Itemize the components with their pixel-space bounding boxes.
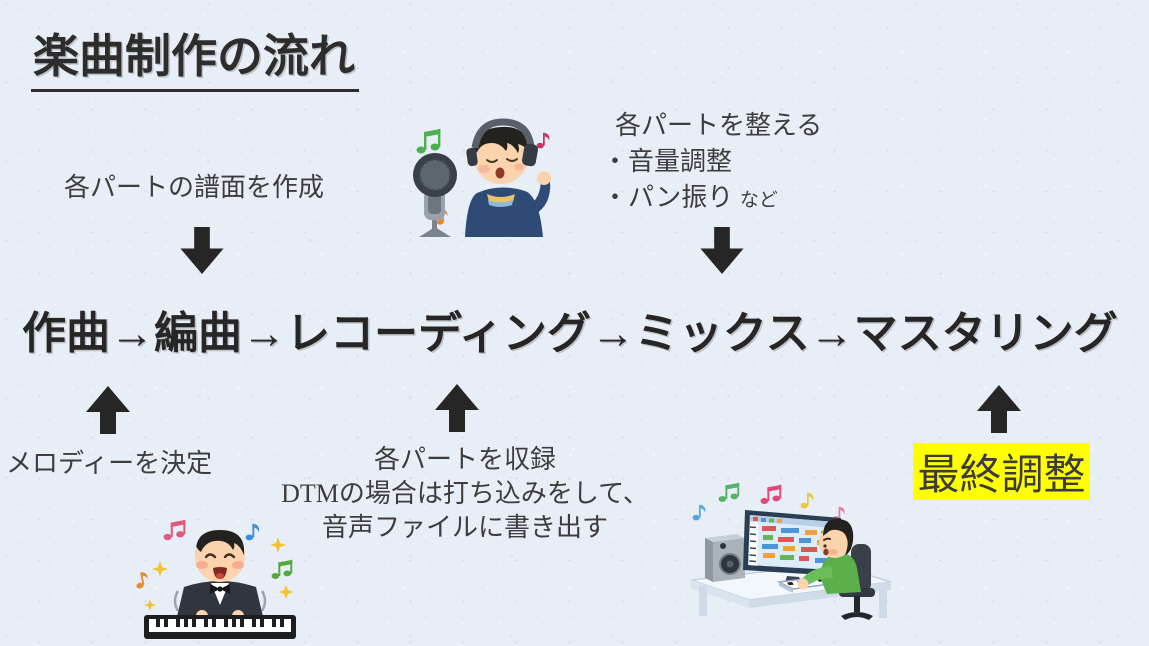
pianist-playing-keyboard-icon (136, 519, 296, 639)
workflow-steps-text: 作曲→編曲→レコーディング→ミックス→マスタリング (22, 309, 1118, 358)
annotation-recording-line1: 各パートを収録 (373, 445, 556, 474)
annotation-mastering-highlighted: 最終調整 (913, 443, 1090, 500)
daw-monitor-icon (743, 510, 841, 584)
down-arrow-icon (180, 227, 224, 274)
up-arrow-icon (435, 384, 479, 432)
person-producing-music-on-computer-icon (690, 482, 892, 620)
blue-note-icon (692, 504, 706, 521)
green-note-icon (718, 482, 740, 502)
annotation-score-creation: 各パートの譜面を作成 (64, 173, 325, 202)
annotation-mix-line3-small: など (739, 190, 778, 211)
seated-person-icon (797, 518, 861, 594)
bow-tie-icon (210, 584, 230, 594)
annotation-melody: メロディーを決定 (6, 449, 213, 478)
sparkle-icon (270, 537, 286, 553)
annotation-mix-line3: ・パン振り など (602, 183, 778, 212)
down-arrow-icon (700, 227, 744, 274)
person-recording-vocals-icon (413, 118, 551, 237)
singer-illustration (399, 112, 564, 237)
annotation-mix-line1: 各パートを整える (615, 111, 823, 140)
green-note-icon (271, 559, 293, 579)
pianist-illustration (126, 513, 314, 645)
annotation-mix: 各パートを整える ・音量調整 ・パン振り など (602, 108, 822, 219)
pink-note-icon (163, 519, 186, 541)
annotation-mix-line2: ・音量調整 (602, 147, 733, 176)
up-arrow-icon (86, 386, 130, 434)
annotation-recording-line2: DTMの場合は打ち込みをして、 (281, 479, 649, 508)
sparkle-icon (279, 585, 293, 599)
up-arrow-icon (977, 385, 1021, 433)
pink-note-icon (760, 484, 782, 504)
green-note-icon (416, 129, 441, 154)
pink-note-icon (536, 132, 550, 149)
sparkle-icon (152, 561, 168, 577)
sparkle-icon (144, 599, 156, 611)
yellow-note-icon (800, 492, 814, 509)
annotation-recording: 各パートを収録 DTMの場合は打ち込みをして、 音声ファイルに書き出す (250, 443, 680, 545)
dtm-producer-illustration (683, 480, 901, 632)
blue-note-icon (245, 523, 260, 541)
orange-note-icon (136, 572, 148, 589)
speaker-icon (705, 534, 745, 582)
page-title: 楽曲制作の流れ (31, 20, 359, 92)
annotation-recording-line3: 音声ファイルに書き出す (321, 513, 608, 542)
piano-keyboard-icon (144, 615, 296, 639)
